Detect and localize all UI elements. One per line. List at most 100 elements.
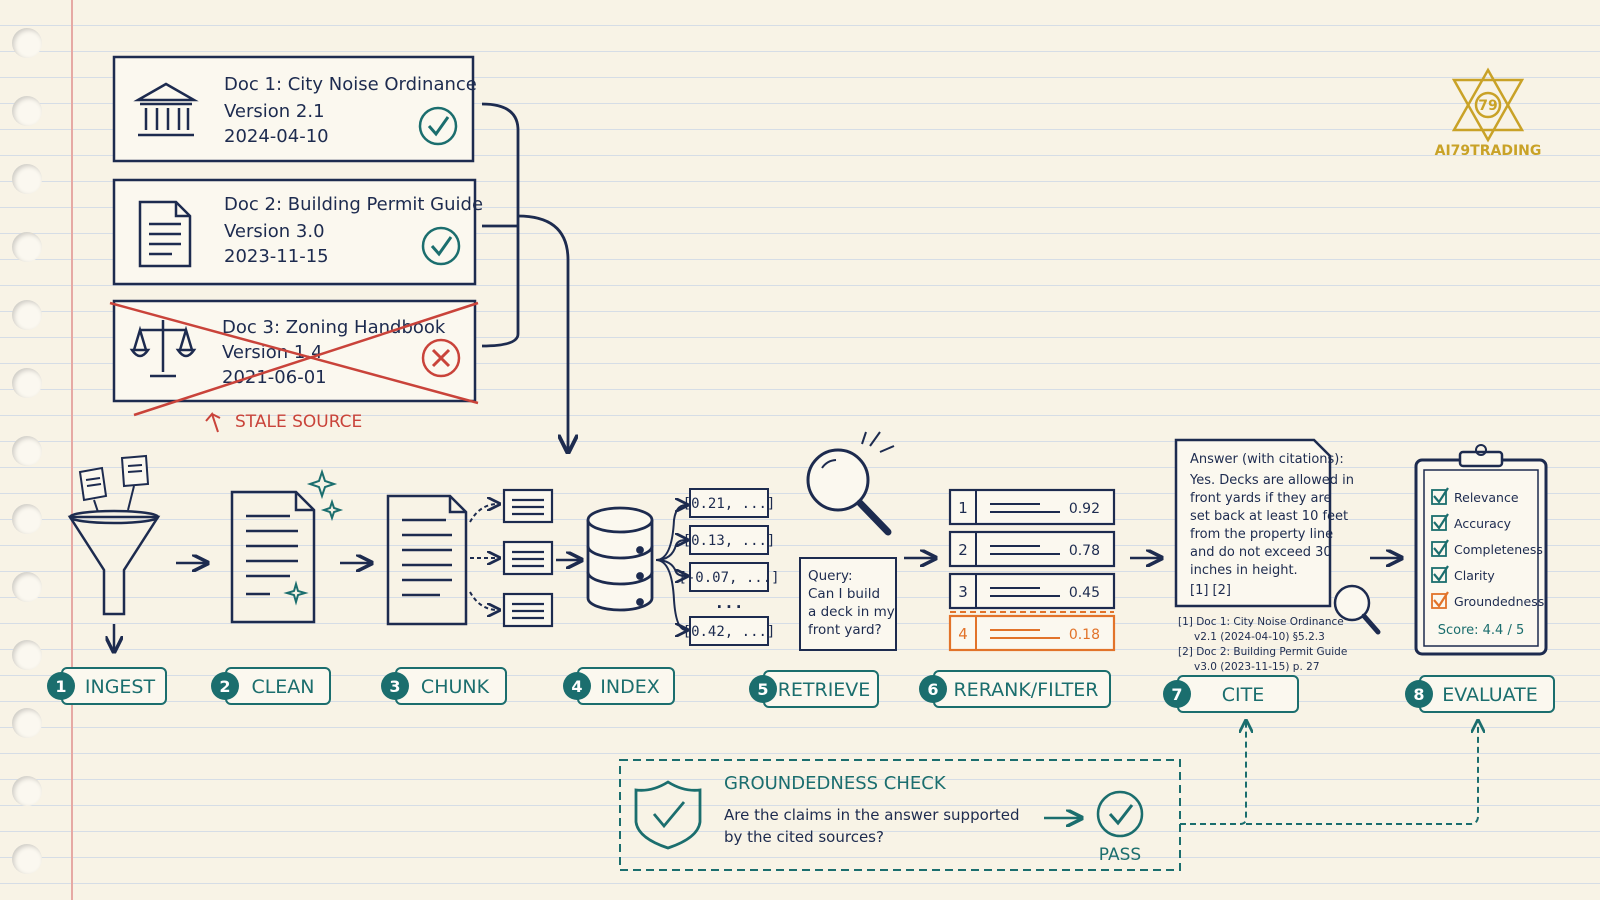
rank-number: 2: [958, 541, 968, 559]
stale-arrow-icon: [205, 412, 221, 433]
groundedness-question: by the cited sources?: [724, 828, 884, 846]
magnifier-icon: [806, 431, 895, 536]
step-pill-evaluate: 8 EVALUATE: [1405, 675, 1555, 713]
eval-item: Completeness: [1431, 539, 1543, 557]
eval-item: Accuracy: [1431, 513, 1512, 531]
step-label: EVALUATE: [1442, 684, 1537, 706]
index-branch-arrows: [655, 505, 686, 630]
stale-source-label: STALE SOURCE: [235, 412, 362, 432]
answer-refs: [1] [2]: [1190, 583, 1231, 598]
step-label: CHUNK: [421, 676, 490, 698]
binder-hole: [12, 776, 42, 806]
doc-version: Version 3.0: [224, 221, 325, 242]
answer-line: inches in height.: [1190, 563, 1298, 578]
shield-check-icon: [634, 780, 702, 850]
rank-score: 0.78: [1069, 543, 1100, 559]
rerank-row: 1 0.92: [948, 488, 1116, 526]
binder-hole: [12, 572, 42, 602]
doc-title: Doc 1: City Noise Ordinance: [224, 74, 477, 95]
step-number: 5: [757, 680, 768, 699]
step-number: 6: [927, 680, 938, 699]
rank-score: 0.45: [1069, 585, 1100, 601]
binder-hole: [12, 708, 42, 738]
binder-hole: [12, 436, 42, 466]
doc-card-3: Doc 3: Zoning Handbook Version 1.4 2021-…: [109, 299, 479, 417]
clipboard: Relevance Accuracy Completeness Clarity …: [1414, 444, 1548, 656]
eval-label: Completeness: [1454, 542, 1543, 557]
checkbox-check-icon: [1433, 487, 1449, 504]
doc-date: 2024-04-10: [224, 126, 329, 147]
doc-version: Version 1.4: [222, 342, 323, 363]
eval-label: Clarity: [1454, 568, 1495, 583]
citation-line: [1] Doc 1: City Noise Ordinance: [1178, 616, 1344, 628]
step-pill-cite: 7 CITE: [1163, 675, 1299, 713]
binder-hole: [12, 504, 42, 534]
checkbox-check-icon: [1433, 591, 1449, 608]
doc-version: Version 2.1: [224, 101, 325, 122]
step-pill-clean: 2 CLEAN: [211, 667, 331, 705]
rerank-row-filtered: 4 0.18: [948, 614, 1116, 652]
binder-hole: [12, 300, 42, 330]
answer-line: front yards if they are: [1190, 491, 1332, 506]
binder-hole: [12, 844, 42, 874]
chunk-icon: [502, 488, 554, 628]
database-icon: [586, 506, 654, 612]
rank-score: 0.92: [1069, 501, 1100, 517]
logo-text: AI79TRADING: [1435, 143, 1542, 159]
docs-to-index-connector: [481, 102, 568, 450]
rank-number: 3: [958, 583, 968, 601]
rank-score: 0.18: [1069, 627, 1100, 643]
courthouse-icon: [133, 82, 199, 137]
binder-hole: [12, 640, 42, 670]
vector-value: [-0.07, ...]: [678, 570, 779, 586]
checkbox-check-icon: [1433, 513, 1449, 530]
rerank-row: 2 0.78: [948, 530, 1116, 568]
groundedness-question: Are the claims in the answer supported: [724, 806, 1020, 824]
paper-icon: [78, 454, 150, 513]
step-label: INDEX: [600, 676, 659, 698]
doc-title: Doc 2: Building Permit Guide: [224, 194, 483, 215]
query-line: Query:: [808, 568, 853, 584]
eval-label: Accuracy: [1454, 516, 1512, 531]
document-icon: [138, 200, 192, 268]
query-card: Query: Can I build a deck in my front ya…: [799, 557, 897, 651]
step-label: CLEAN: [251, 676, 314, 698]
binder-hole: [12, 232, 42, 262]
logo-mark-text: 79: [1478, 98, 1497, 114]
step-number: 4: [571, 677, 582, 696]
step-label: INGEST: [85, 676, 156, 698]
doc-card-2: Doc 2: Building Permit Guide Version 3.0…: [112, 178, 483, 286]
binder-hole: [12, 368, 42, 398]
clean-document-icon: [230, 490, 316, 624]
answer-title: Answer (with citations):: [1190, 452, 1344, 467]
step-number: 3: [389, 677, 400, 696]
strike-through: [109, 301, 479, 417]
step-pill-chunk: 3 CHUNK: [381, 667, 507, 705]
binder-hole: [12, 96, 42, 126]
groundedness-title: GROUNDEDNESS CHECK: [724, 773, 947, 794]
checkbox-check-icon: [1433, 539, 1449, 556]
eval-score: Score: 4.4 / 5: [1438, 623, 1525, 638]
logo-mark-icon: [1451, 67, 1525, 143]
eval-item: Groundedness: [1431, 591, 1544, 609]
query-line: Can I build: [808, 586, 880, 602]
groundedness-feedback-arrows: [1180, 722, 1478, 825]
rank-number: 1: [958, 499, 968, 517]
answer-line: from the property line: [1190, 527, 1333, 542]
chunk-split-arrows: [469, 504, 498, 610]
binder-hole: [12, 164, 42, 194]
answer-card: Answer (with citations): Yes. Decks are …: [1174, 438, 1354, 608]
citation-magnifier-icon: [1333, 584, 1381, 635]
logo: 79 AI79TRADING: [1435, 67, 1542, 159]
vector-value: [0.13, ...]: [683, 533, 776, 549]
step-pill-ingest: 1 INGEST: [47, 667, 167, 705]
step-label: RERANK/FILTER: [953, 679, 1098, 701]
chunk-document-icon: [386, 494, 468, 626]
sparkle-icon: [283, 468, 344, 606]
citation-line: v3.0 (2023-11-15) p. 27: [1194, 661, 1320, 673]
citation-line: v2.1 (2024-04-10) §5.2.3: [1194, 631, 1325, 643]
margin-line: [71, 0, 73, 900]
funnel-icon: [67, 509, 161, 616]
